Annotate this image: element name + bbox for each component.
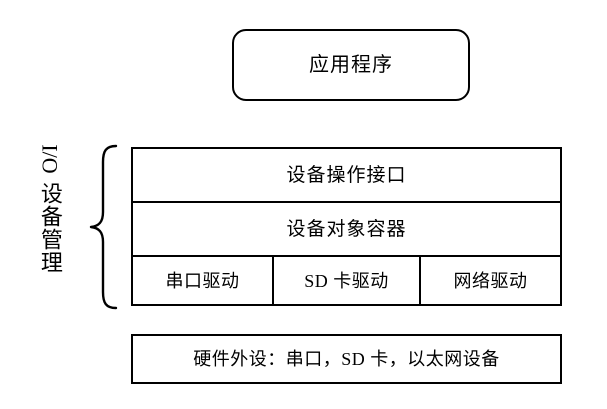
io-device-management-label: I/O 设备管理 — [28, 138, 72, 318]
application-box: 应用程序 — [232, 29, 470, 101]
application-label: 应用程序 — [309, 54, 393, 76]
hardware-peripherals-label: 硬件外设：串口，SD 卡，以太网设备 — [193, 349, 500, 369]
io-label-cjk: 设备管理 — [37, 182, 63, 274]
serial-driver-label: 串口驱动 — [165, 270, 240, 291]
sd-card-driver-label: SD 卡驱动 — [304, 270, 389, 291]
device-object-container-label: 设备对象容器 — [286, 218, 407, 240]
hardware-peripherals-box: 硬件外设：串口，SD 卡，以太网设备 — [131, 334, 562, 384]
driver-cell-serial: 串口驱动 — [133, 257, 274, 304]
stack-row-device-object-container: 设备对象容器 — [133, 203, 560, 257]
driver-cell-group: 串口驱动 SD 卡驱动 网络驱动 — [133, 257, 560, 304]
driver-cell-network: 网络驱动 — [421, 257, 560, 304]
stack-row-device-operation-interface: 设备操作接口 — [133, 149, 560, 203]
stack-row-drivers: 串口驱动 SD 卡驱动 网络驱动 — [133, 257, 560, 304]
network-driver-label: 网络驱动 — [453, 270, 528, 291]
device-operation-interface-label: 设备操作接口 — [286, 164, 407, 186]
driver-cell-sd-card: SD 卡驱动 — [274, 257, 421, 304]
left-curly-brace-icon — [86, 142, 120, 312]
io-label-latin: I/O — [37, 144, 63, 174]
io-stack: 设备操作接口 设备对象容器 串口驱动 SD 卡驱动 网络驱动 — [131, 147, 562, 306]
